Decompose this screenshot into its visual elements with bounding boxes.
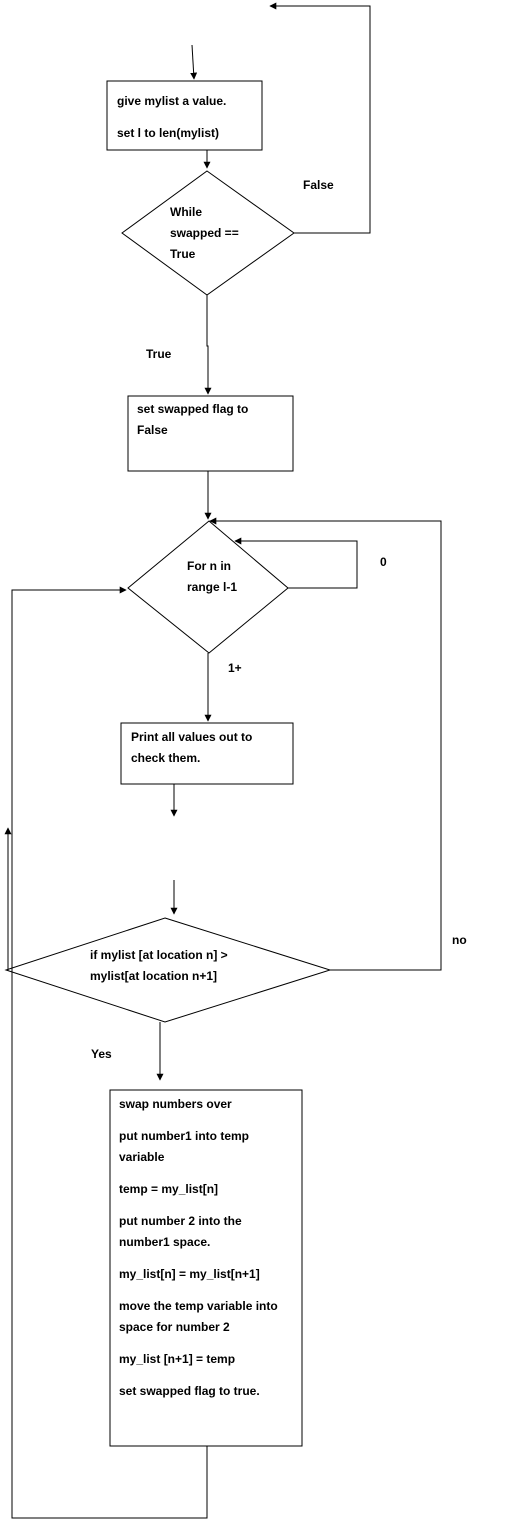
- while-line: swapped ==: [170, 226, 239, 240]
- set-flag-text: set swapped flag to False: [137, 399, 248, 441]
- swap-block-box: [109, 1089, 303, 1447]
- while-line: True: [170, 247, 196, 261]
- swap-line: temp = my_list[n]: [119, 1182, 219, 1196]
- print-line: check them.: [131, 751, 201, 765]
- swap-line: number1 space.: [119, 1235, 211, 1249]
- swap-line: put number1 into temp: [119, 1129, 249, 1143]
- for-zero-loop-arrow: [234, 537, 358, 589]
- while-false-label: False: [303, 178, 334, 192]
- swap-line: set swapped flag to true.: [119, 1384, 260, 1398]
- for-zero-label: 0: [380, 555, 387, 569]
- compare-back-arrow: [4, 827, 12, 971]
- while-line: While: [170, 205, 202, 219]
- entry-arrow: [190, 44, 198, 80]
- set-flag-line: False: [137, 423, 168, 437]
- compare-yes-label: Yes: [91, 1047, 112, 1061]
- for-one-plus-label: 1+: [228, 661, 242, 675]
- for-line: For n in: [187, 559, 231, 573]
- init-text: give mylist a value. set l to len(mylist…: [117, 85, 226, 149]
- compare-line: mylist[at location n+1]: [90, 969, 218, 983]
- swap-line: move the temp variable into: [119, 1299, 278, 1313]
- swap-block-text: swap numbers over put number1 into temp …: [119, 1094, 278, 1402]
- swap-line: my_list[n] = my_list[n+1]: [119, 1267, 260, 1281]
- while-true-label: True: [146, 347, 172, 361]
- swap-return-arrow: [11, 586, 208, 1519]
- compare-no-label: no: [452, 933, 467, 947]
- init-line: set l to len(mylist): [117, 126, 220, 140]
- init-box: [106, 80, 263, 151]
- compare-decision-text: if mylist [at location n] > mylist[at lo…: [90, 945, 228, 987]
- set-flag-box: [127, 395, 294, 472]
- init-line: give mylist a value.: [117, 94, 227, 108]
- swap-line: variable: [119, 1150, 165, 1164]
- print-values-box: [120, 722, 294, 785]
- for-line: range l-1: [187, 580, 238, 594]
- set-flag-line: set swapped flag to: [137, 402, 249, 416]
- while-false-arrow: [269, 2, 371, 234]
- for-decision-text: For n in range l-1: [187, 556, 237, 598]
- swap-line: swap numbers over: [119, 1097, 232, 1111]
- compare-no-arrow: [209, 517, 442, 971]
- compare-decision-diamond: [4, 917, 332, 1023]
- while-true-arrow: [204, 295, 212, 395]
- for-decision-diamond: [127, 520, 289, 654]
- while-decision-text: While swapped == True: [170, 202, 239, 265]
- swap-line: my_list [n+1] = temp: [119, 1352, 236, 1366]
- swap-line: space for number 2: [119, 1320, 230, 1334]
- print-line: Print all values out to: [131, 730, 253, 744]
- compare-line: if mylist [at location n] >: [90, 948, 228, 962]
- swap-line: put number 2 into the: [119, 1214, 242, 1228]
- print-values-text: Print all values out to check them.: [131, 727, 252, 769]
